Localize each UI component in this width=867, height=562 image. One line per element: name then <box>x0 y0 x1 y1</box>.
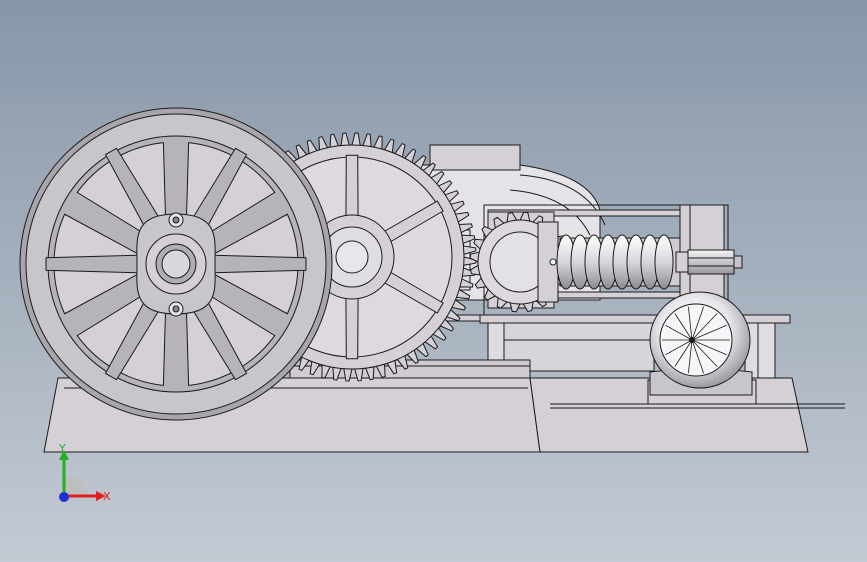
fan-blade <box>691 339 718 367</box>
fan-blade <box>691 339 704 374</box>
electric-motor[interactable] <box>647 291 757 405</box>
fan-blade <box>691 313 718 341</box>
fan-blade <box>691 324 727 341</box>
gear-spoke <box>345 154 359 220</box>
compression-spring[interactable] <box>556 234 681 290</box>
flywheel-spoke <box>203 254 307 274</box>
flywheel-spoke <box>45 254 149 274</box>
y-axis-label: Y <box>58 442 66 455</box>
spring-coil <box>654 234 674 290</box>
fan-blade <box>688 306 693 341</box>
z-axis-dot <box>59 492 69 502</box>
pinion-gear[interactable] <box>469 211 571 313</box>
fan-blade <box>665 339 693 356</box>
coordinate-triad: Y X <box>58 442 111 503</box>
fan-blade <box>691 339 727 356</box>
fan-blade <box>691 306 704 341</box>
flywheel[interactable] <box>19 107 333 421</box>
x-axis-label: X <box>103 490 111 503</box>
fan-blade <box>665 324 693 341</box>
gear-spoke <box>345 294 359 360</box>
fan-blade <box>674 313 693 341</box>
fan-blade <box>688 339 693 374</box>
adjusting-bolt[interactable] <box>675 249 743 275</box>
fan-blade <box>674 339 693 367</box>
